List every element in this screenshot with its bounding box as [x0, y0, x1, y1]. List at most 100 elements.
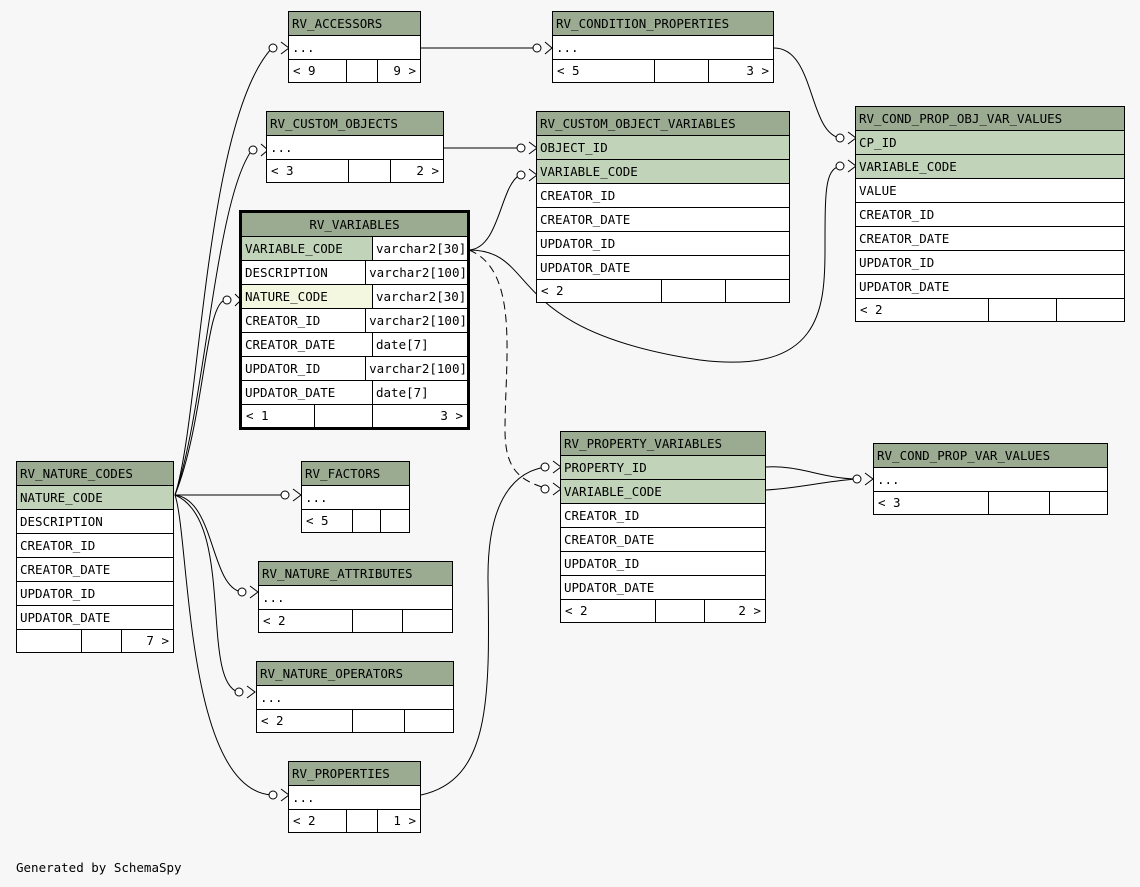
table-rv-cond-prop-var-values[interactable]: RV_COND_PROP_VAR_VALUES ... < 3	[873, 443, 1108, 515]
column-row: VARIABLE_CODE	[537, 160, 789, 184]
parents-count[interactable]: < 2	[565, 603, 588, 618]
rows-count	[654, 60, 708, 82]
column-row: ...	[289, 36, 420, 60]
table-footer: < 9 9 >	[289, 60, 420, 82]
column-type: varchar2[30]	[372, 285, 467, 308]
children-count[interactable]: 9 >	[377, 60, 420, 82]
children-count[interactable]	[725, 280, 789, 302]
column-type: date[7]	[372, 333, 467, 356]
column-row: DESCRIPTION	[17, 510, 173, 534]
parents-count[interactable]	[17, 630, 81, 652]
table-title[interactable]: RV_CUSTOM_OBJECT_VARIABLES	[537, 112, 789, 136]
table-footer: < 3	[874, 492, 1107, 514]
column-row: VARIABLE_CODE	[561, 480, 765, 504]
table-rv-nature-operators[interactable]: RV_NATURE_OPERATORS ... < 2	[256, 661, 454, 733]
column-row: NATURE_CODE	[17, 486, 173, 510]
link-nature-attributes	[174, 494, 242, 593]
table-title[interactable]: RV_VARIABLES	[242, 213, 467, 237]
table-rv-custom-objects[interactable]: RV_CUSTOM_OBJECTS ... < 3 2 >	[266, 111, 444, 183]
column-row: VARIABLE_CODE varchar2[30]	[242, 237, 467, 261]
rows-count	[352, 510, 380, 532]
table-footer: < 2 2 >	[561, 600, 765, 622]
rows-count	[352, 710, 404, 732]
table-title[interactable]: RV_ACCESSORS	[289, 12, 420, 36]
parents-count[interactable]: < 2	[541, 283, 564, 298]
parents-count[interactable]: < 2	[261, 713, 284, 728]
table-rv-property-variables[interactable]: RV_PROPERTY_VARIABLES PROPERTY_ID VARIAB…	[560, 431, 766, 623]
link-properties-propvars	[420, 466, 546, 796]
table-title[interactable]: RV_COND_PROP_VAR_VALUES	[874, 444, 1107, 468]
column-row: UPDATOR_DATE	[17, 606, 173, 630]
table-footer: < 2 1 >	[289, 810, 420, 832]
parents-count[interactable]: < 3	[271, 163, 294, 178]
children-count[interactable]: 3 >	[708, 60, 773, 82]
column-row: CREATOR_ID varchar2[100]	[242, 309, 467, 333]
parents-count[interactable]: < 2	[293, 813, 316, 828]
table-title[interactable]: RV_CUSTOM_OBJECTS	[267, 112, 443, 136]
column-row: UPDATOR_ID varchar2[100]	[242, 357, 467, 381]
table-title[interactable]: RV_NATURE_CODES	[17, 462, 173, 486]
table-title[interactable]: RV_NATURE_ATTRIBUTES	[259, 562, 452, 586]
children-count[interactable]	[402, 610, 452, 632]
rows-count	[346, 60, 377, 82]
parents-count[interactable]: < 1	[246, 408, 269, 423]
column-row: VARIABLE_CODE	[856, 155, 1124, 179]
column-row: CREATOR_DATE	[856, 227, 1124, 251]
children-count[interactable]	[1049, 492, 1107, 514]
children-count[interactable]	[1056, 299, 1124, 321]
parents-count[interactable]: < 9	[293, 63, 316, 78]
table-footer: < 5 3 >	[553, 60, 773, 82]
column-type: date[7]	[372, 381, 467, 404]
table-rv-variables[interactable]: RV_VARIABLES VARIABLE_CODE varchar2[30] …	[239, 210, 470, 430]
column-name: NATURE_CODE	[242, 285, 372, 308]
table-rv-properties[interactable]: RV_PROPERTIES ... < 2 1 >	[288, 761, 421, 833]
column-row: ...	[289, 786, 420, 810]
parents-count[interactable]: < 2	[860, 302, 883, 317]
table-rv-nature-attributes[interactable]: RV_NATURE_ATTRIBUTES ... < 2	[258, 561, 453, 633]
column-row: CREATOR_ID	[856, 203, 1124, 227]
link-markers	[222, 43, 862, 800]
column-row: UPDATOR_ID	[537, 232, 789, 256]
table-title[interactable]: RV_PROPERTIES	[289, 762, 420, 786]
table-title[interactable]: RV_COND_PROP_OBJ_VAR_VALUES	[856, 107, 1124, 131]
rows-count	[988, 299, 1056, 321]
table-footer: 7 >	[17, 630, 173, 652]
column-row: CREATOR_ID	[561, 504, 765, 528]
table-title[interactable]: RV_CONDITION_PROPERTIES	[553, 12, 773, 36]
table-footer: < 2	[537, 280, 789, 302]
link-condprops-condprop-obj	[773, 47, 841, 139]
children-count[interactable]: 2 >	[390, 160, 443, 182]
column-row: CREATOR_ID	[17, 534, 173, 558]
column-row: ...	[553, 36, 773, 60]
table-rv-accessors[interactable]: RV_ACCESSORS ... < 9 9 >	[288, 11, 421, 83]
children-count[interactable]: 7 >	[121, 630, 173, 652]
children-count[interactable]	[404, 710, 453, 732]
link-nature-variables	[174, 299, 227, 496]
column-row: ...	[259, 586, 452, 610]
column-row: DESCRIPTION varchar2[100]	[242, 261, 467, 285]
table-rv-custom-object-variables[interactable]: RV_CUSTOM_OBJECT_VARIABLES OBJECT_ID VAR…	[536, 111, 790, 303]
children-count[interactable]: 2 >	[704, 600, 765, 622]
column-row: VALUE	[856, 179, 1124, 203]
column-name: UPDATOR_ID	[245, 361, 321, 376]
table-title[interactable]: RV_FACTORS	[302, 462, 409, 486]
children-count[interactable]: 1 >	[377, 810, 420, 832]
rows-count	[81, 630, 121, 652]
column-name: VARIABLE_CODE	[242, 237, 372, 260]
link-variables-propvars	[468, 249, 546, 489]
column-row: CREATOR_DATE	[17, 558, 173, 582]
parents-count[interactable]: < 5	[557, 63, 580, 78]
link-nature-custom-objects	[174, 149, 253, 496]
table-rv-factors[interactable]: RV_FACTORS ... < 5	[301, 461, 410, 533]
parents-count[interactable]: < 3	[878, 495, 901, 510]
table-rv-condition-properties[interactable]: RV_CONDITION_PROPERTIES ... < 5 3 >	[552, 11, 774, 83]
table-title[interactable]: RV_PROPERTY_VARIABLES	[561, 432, 765, 456]
children-count[interactable]: 3 >	[372, 405, 467, 427]
children-count[interactable]	[380, 510, 409, 532]
column-name: CREATOR_DATE	[245, 337, 336, 352]
table-rv-nature-codes[interactable]: RV_NATURE_CODES NATURE_CODE DESCRIPTION …	[16, 461, 174, 653]
parents-count[interactable]: < 2	[263, 613, 286, 628]
table-rv-cond-prop-obj-var-values[interactable]: RV_COND_PROP_OBJ_VAR_VALUES CP_ID VARIAB…	[855, 106, 1125, 322]
parents-count[interactable]: < 5	[306, 513, 329, 528]
table-title[interactable]: RV_NATURE_OPERATORS	[257, 662, 453, 686]
